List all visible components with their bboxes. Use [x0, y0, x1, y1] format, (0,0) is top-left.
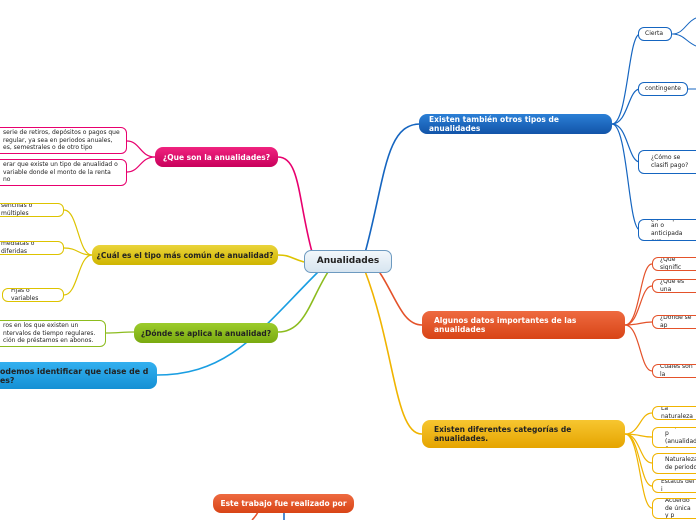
branch-donde-aplica[interactable]: ¿Dónde se aplica la anualidad? — [134, 323, 278, 343]
leaf-que-significa[interactable]: ¿Qué signific — [652, 257, 696, 271]
branch-otros-tipos[interactable]: Existen también otros tipos de anualidad… — [419, 114, 612, 134]
branch-otros-tipos-title: Existen también otros tipos de anualidad… — [429, 115, 559, 133]
leaf-inmediatas-diferidas[interactable]: mediatas o diferidas — [0, 241, 64, 255]
branch-identificar[interactable]: odemos identificar que clase de d es? — [0, 362, 157, 389]
root-node[interactable]: Anualidades — [304, 250, 392, 273]
leaf-contingente[interactable]: contingente — [638, 82, 688, 96]
branch-datos-title: Algunos datos importantes de las anualid… — [434, 316, 577, 334]
leaf-donde-se-aplica[interactable]: ¿Dónde se ap — [652, 315, 696, 329]
branch-categorias-title: Existen diferentes categorías de anualid… — [434, 425, 572, 443]
leaf-cierta[interactable]: Cierta — [638, 27, 672, 41]
leaf-donde-aplica-descripcion[interactable]: ros en los que existen un ntervalos de t… — [0, 320, 106, 347]
leaf-tipo-variable[interactable]: erar que existe un tipo de anualidad o v… — [0, 159, 127, 186]
leaf-proposito[interactable]: Propósito p (anualidad c — [652, 427, 696, 448]
branch-donde-aplica-title: ¿Dónde se aplica la anualidad? — [140, 328, 272, 338]
leaf-naturaleza[interactable]: La naturaleza — [652, 406, 696, 420]
leaf-naturaleza-periodo[interactable]: Naturaleza de periodo — [652, 453, 696, 474]
leaf-sencillas-multiples[interactable]: sencillas o múltiples — [0, 203, 64, 217]
branch-tipo-comun[interactable]: ¿Cuál es el tipo más común de anualidad? — [92, 245, 278, 265]
leaf-fijas-variables[interactable]: Fijas o variables — [2, 288, 64, 302]
leaf-estatus[interactable]: Estatus del i — [652, 479, 696, 493]
branch-categorias[interactable]: Existen diferentes categorías de anualid… — [422, 420, 625, 448]
branch-datos[interactable]: Algunos datos importantes de las anualid… — [422, 311, 625, 339]
root-title: Anualidades — [316, 255, 380, 266]
branch-que-son-title: ¿Que son la anualidades? — [162, 152, 271, 162]
leaf-cuales-son[interactable]: Cuales son la — [652, 364, 696, 378]
leaf-acuerdo[interactable]: Acuerdo de única y p — [652, 498, 696, 519]
branch-trabajo-title: Este trabajo fue realizado por — [220, 499, 347, 508]
branch-tipo-comun-title: ¿Cuál es el tipo más común de anualidad? — [96, 250, 274, 260]
leaf-que-es-una[interactable]: ¿Qué es una — [652, 279, 696, 293]
leaf-que-tipo[interactable]: ¿Qué tipo de an o anticipada exp — [638, 219, 696, 241]
branch-trabajo[interactable]: Este trabajo fue realizado por — [213, 494, 354, 513]
branch-que-son[interactable]: ¿Que son la anualidades? — [155, 147, 278, 167]
branch-identificar-title: odemos identificar que clase de d es? — [0, 366, 149, 385]
leaf-como-clasifica[interactable]: ¿Cómo se clasifi pago? — [638, 150, 696, 174]
leaf-definicion-serie[interactable]: serie de retiros, depósitos o pagos que … — [0, 127, 127, 154]
